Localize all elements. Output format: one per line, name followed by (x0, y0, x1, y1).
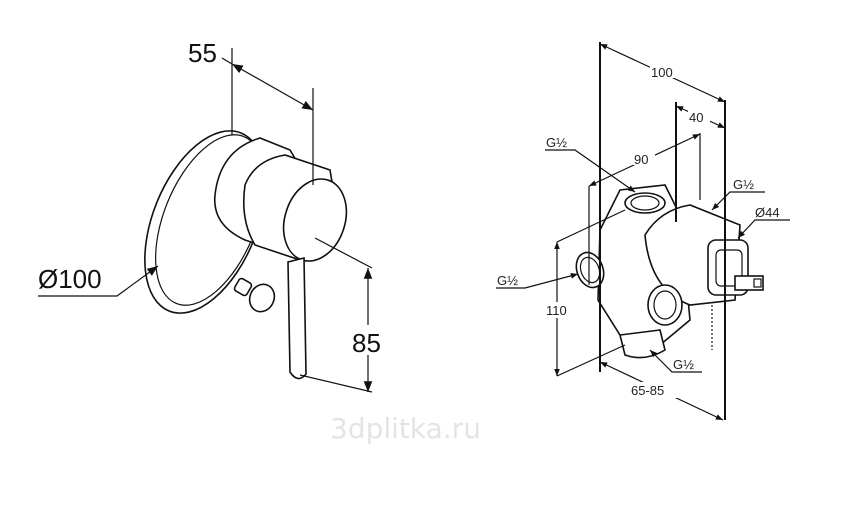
dim-110-label: 110 (546, 303, 567, 318)
watermark: 3dplitka.ru (330, 412, 481, 445)
dim-85: 85 (299, 237, 386, 393)
diverter-knob (233, 277, 276, 313)
svg-text:G½: G½ (673, 357, 694, 372)
dim-65-85-label: 65-85 (631, 383, 664, 398)
dim-90: 90 (588, 133, 701, 187)
thread-left-callout: G½ (496, 273, 579, 289)
valve-housing (575, 184, 764, 359)
thread-right-callout: G½ (711, 177, 765, 211)
dim-diameter-100: Ø100 (38, 264, 159, 297)
dim-55: 55 (188, 38, 314, 185)
dim-40-label: 40 (689, 110, 703, 125)
thread-bottom-callout: G½ (649, 349, 702, 373)
svg-text:G½: G½ (733, 177, 754, 192)
svg-text:Ø44: Ø44 (755, 205, 780, 220)
trim-set-drawing: 55 Ø100 85 (38, 38, 386, 393)
dim-110: 110 (545, 209, 626, 377)
handle-cylinder (242, 154, 348, 262)
dim-diameter-100-label: Ø100 (38, 264, 102, 294)
dim-100-label: 100 (651, 65, 673, 80)
svg-text:G½: G½ (497, 273, 518, 288)
lever (287, 256, 307, 380)
spindle-diameter-callout: Ø44 (737, 205, 790, 239)
dim-40: 40 (675, 105, 726, 129)
dim-65-85: 65-85 (599, 361, 724, 421)
valve-rough-in-drawing: 100 40 90 110 65-85 G½ (496, 42, 790, 421)
thread-top-callout: G½ (545, 135, 636, 193)
svg-text:G½: G½ (546, 135, 567, 150)
dim-55-label: 55 (188, 38, 217, 68)
dim-100: 100 (599, 43, 726, 103)
dim-85-label: 85 (352, 328, 381, 358)
dim-90-label: 90 (634, 152, 648, 167)
